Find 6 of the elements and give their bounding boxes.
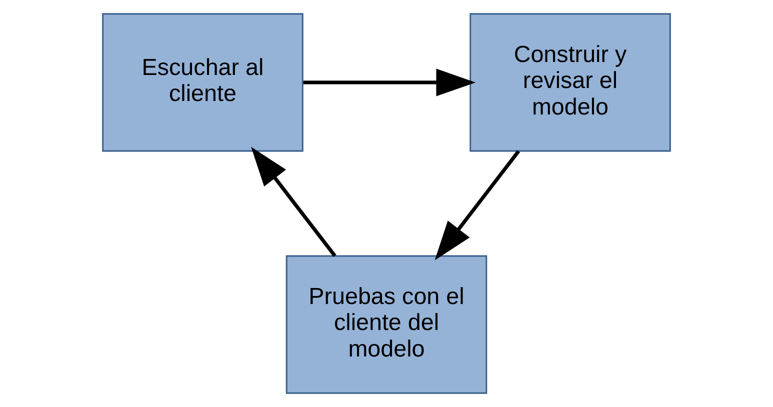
arrow — [434, 150, 520, 260]
arrow — [251, 146, 336, 258]
node-box: Construir y revisar el modelo — [470, 13, 671, 152]
node-box: Pruebas con el cliente del modelo — [286, 255, 488, 394]
node-box: Escuchar al cliente — [102, 13, 304, 152]
arrow — [303, 68, 476, 96]
